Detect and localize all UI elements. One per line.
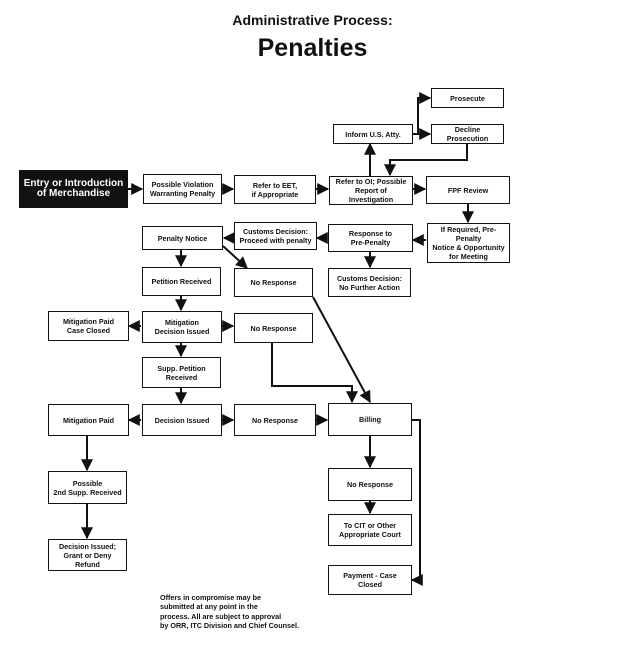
box-to-cit: To CIT or Other Appropriate Court: [328, 514, 412, 546]
box-inform-us-atty: Inform U.S. Atty.: [333, 124, 413, 144]
box-fpf-review: FPF Review: [426, 176, 510, 204]
box-mitigation-paid-closed: Mitigation Paid Case Closed: [48, 311, 129, 341]
box-possible-violation: Possible Violation Warranting Penalty: [143, 174, 222, 204]
box-mitigation-decision: Mitigation Decision Issued: [142, 311, 222, 343]
box-no-response-3: No Response: [234, 404, 316, 436]
arrow-noresp2-billing: [271, 343, 358, 404]
box-petition-received: Petition Received: [142, 267, 221, 296]
box-no-response-2: No Response: [234, 313, 313, 343]
arrow-notice-noresp1: [222, 245, 248, 269]
arrow-billing-payment: [410, 419, 423, 586]
arrow-inform-prosecute: [412, 92, 432, 135]
box-mitigation-paid: Mitigation Paid: [48, 404, 129, 436]
box-refer-eet: Refer to EET, if Appropriate: [234, 175, 316, 204]
arrow-decline-oi: [384, 144, 468, 177]
arrow-noresp1-billing: [312, 296, 371, 404]
box-supp-petition: Supp. Petition Received: [142, 357, 221, 388]
box-response-pre-penalty: Response to Pre-Penalty: [328, 224, 413, 252]
box-customs-decision-proceed: Customs Decision: Proceed with penalty: [234, 222, 317, 250]
box-refer-oi: Refer to OI; Possible Report of Investig…: [329, 176, 413, 205]
box-decline-prosecution: Decline Prosecution: [431, 124, 504, 144]
box-prosecute: Prosecute: [431, 88, 504, 108]
box-entry: Entry or Introduction of Merchandise: [19, 170, 128, 208]
box-pre-penalty-notice: If Required, Pre-Penalty Notice & Opport…: [427, 223, 510, 263]
box-no-response-4: No Response: [328, 468, 412, 501]
footnote: Offers in compromise may be submitted at…: [160, 593, 299, 631]
box-penalty-notice: Penalty Notice: [142, 226, 223, 250]
box-possible-2nd-supp: Possible 2nd Supp. Received: [48, 471, 127, 504]
box-decision-issued: Decision Issued: [142, 404, 222, 436]
box-billing: Billing: [328, 403, 412, 436]
box-payment-closed: Payment - Case Closed: [328, 565, 412, 595]
box-decision-grant-deny: Decision Issued; Grant or Deny Refund: [48, 539, 127, 571]
diagram-subtitle: Administrative Process:: [232, 12, 393, 28]
diagram-title: Penalties: [257, 34, 368, 62]
box-no-response-1: No Response: [234, 268, 313, 297]
box-customs-decision-no-further: Customs Decision: No Further Action: [328, 268, 411, 297]
